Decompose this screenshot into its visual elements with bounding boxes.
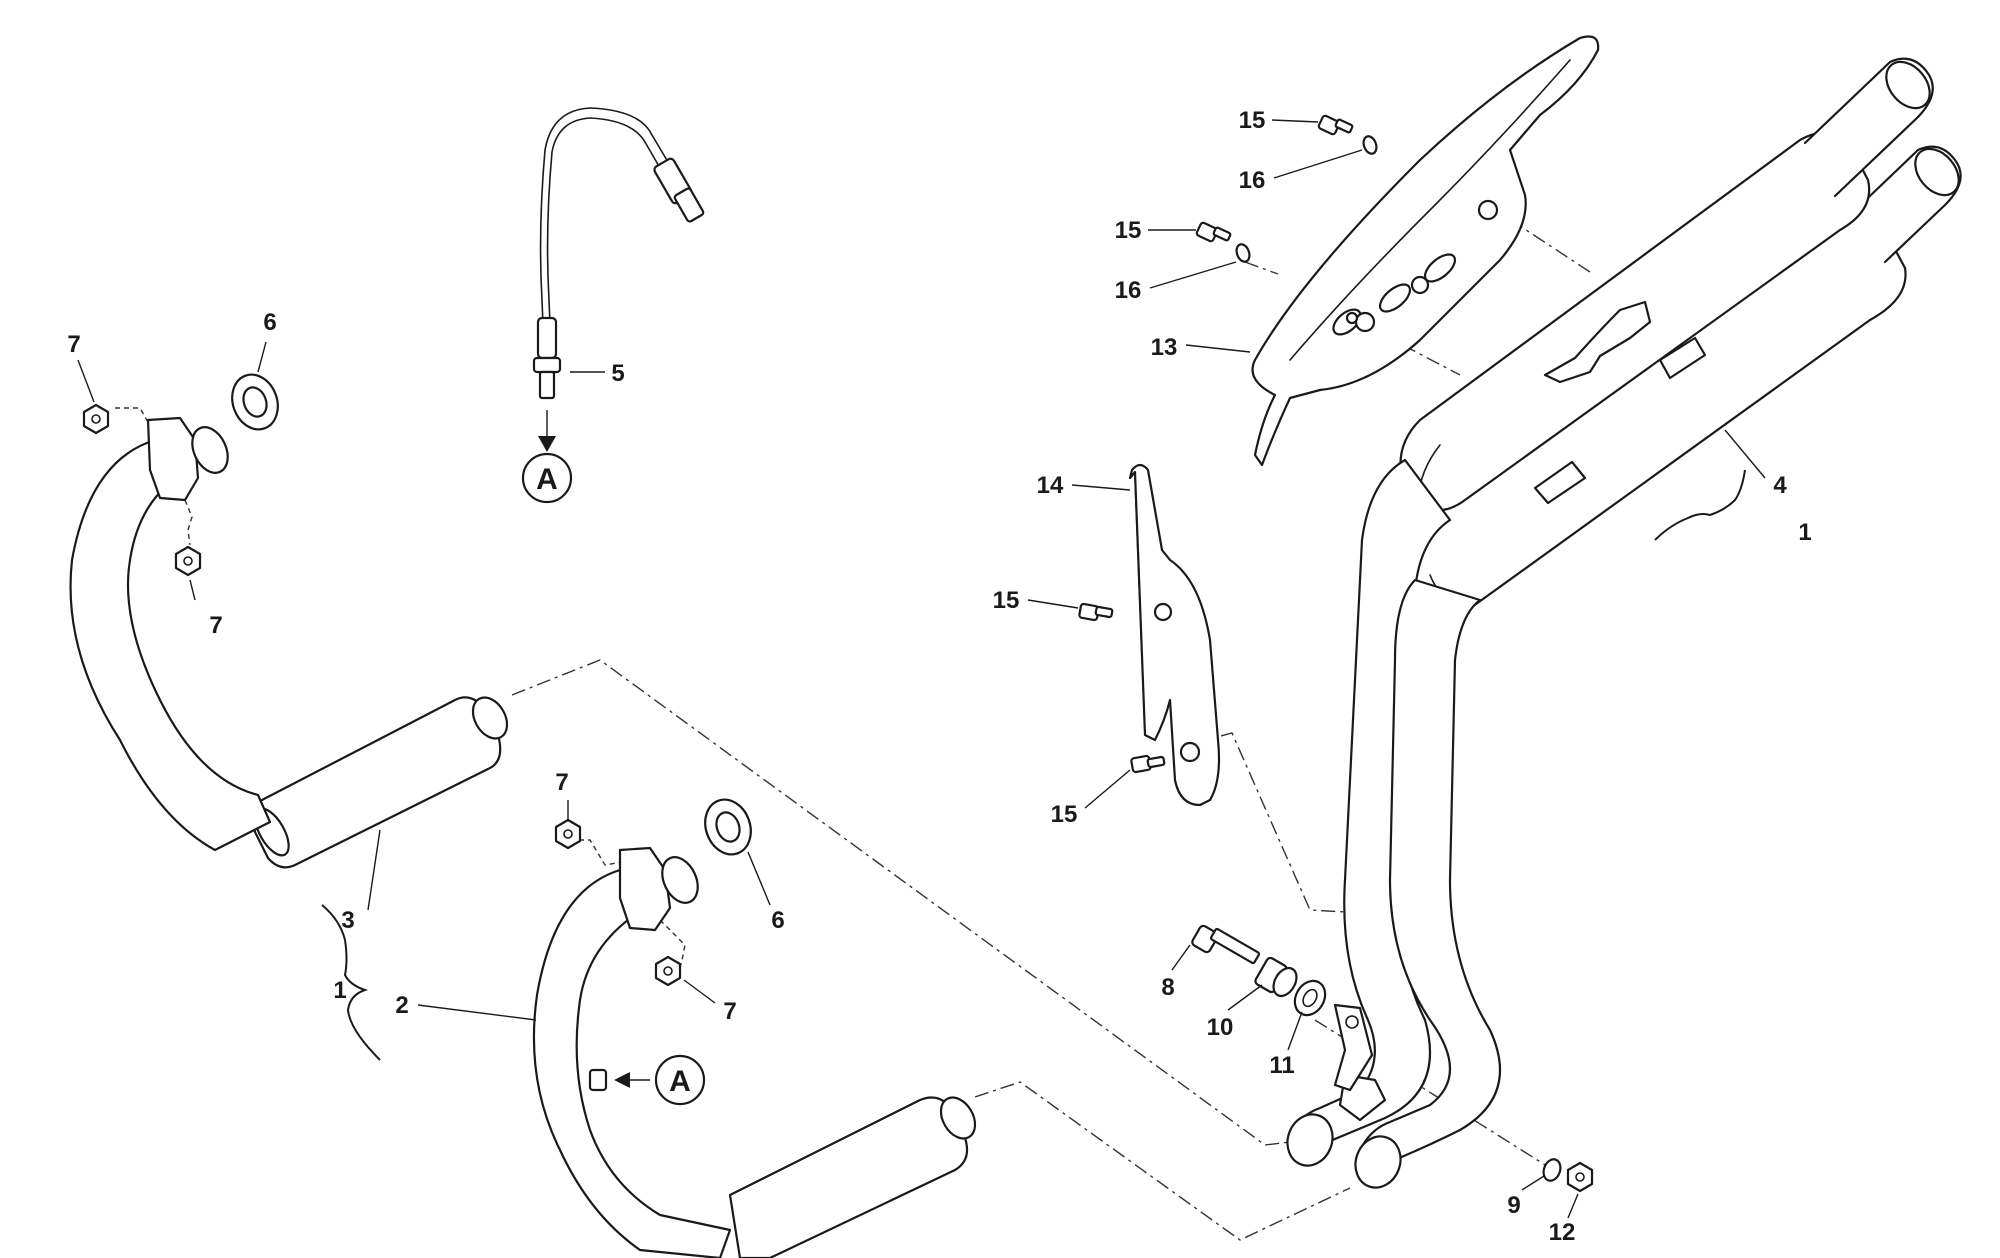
callout-7: 7 xyxy=(723,998,736,1025)
group-braces xyxy=(321,469,1746,1061)
detail-marker-top-letter: A xyxy=(536,463,558,496)
callout-3: 3 xyxy=(341,907,354,934)
heat-shield-13 xyxy=(1251,35,1600,467)
callout-numbers: 7 6 7 5 3 1 2 7 6 7 4 1 15 16 15 16 13 1… xyxy=(67,107,1811,1246)
callout-10: 10 xyxy=(1207,1014,1234,1041)
rear-header-pipes xyxy=(1286,458,1502,1189)
front-header-2 xyxy=(532,846,977,1258)
callout-15: 15 xyxy=(993,587,1020,614)
callout-9: 9 xyxy=(1507,1192,1520,1219)
callout-12: 12 xyxy=(1549,1219,1576,1246)
gaskets-6 xyxy=(231,373,752,856)
mounting-hardware-8-12 xyxy=(1191,924,1594,1193)
callout-7: 7 xyxy=(555,769,568,796)
callout-15: 15 xyxy=(1239,107,1266,134)
callout-16: 16 xyxy=(1239,167,1266,194)
detail-marker-bottom xyxy=(654,1054,706,1106)
callout-15: 15 xyxy=(1051,801,1078,828)
leader-lines xyxy=(77,119,1766,1219)
nuts-7 xyxy=(82,403,682,987)
callout-4: 4 xyxy=(1773,472,1787,499)
heat-shield-14 xyxy=(1128,463,1221,807)
lambda-sensor-5 xyxy=(532,107,705,400)
callout-7: 7 xyxy=(209,612,222,639)
callout-6: 6 xyxy=(263,309,276,336)
callout-16: 16 xyxy=(1115,277,1142,304)
callout-8: 8 xyxy=(1161,974,1174,1001)
callout-2: 2 xyxy=(395,992,408,1019)
detail-marker-bottom-letter: A xyxy=(669,1065,691,1098)
rear-silencer-assembly xyxy=(1392,57,1962,622)
callout-1: 1 xyxy=(333,977,346,1004)
callout-7: 7 xyxy=(67,331,80,358)
callout-1: 1 xyxy=(1798,519,1811,546)
detail-marker-top xyxy=(521,452,573,504)
front-silencer-3 xyxy=(69,416,509,869)
callout-13: 13 xyxy=(1151,334,1178,361)
fasteners-15-16 xyxy=(1078,114,1378,774)
callout-6: 6 xyxy=(771,907,784,934)
callout-15: 15 xyxy=(1115,217,1142,244)
callout-11: 11 xyxy=(1269,1052,1294,1079)
callout-5: 5 xyxy=(611,360,624,387)
detail-markers: A A xyxy=(521,410,706,1106)
callout-14: 14 xyxy=(1037,472,1064,499)
